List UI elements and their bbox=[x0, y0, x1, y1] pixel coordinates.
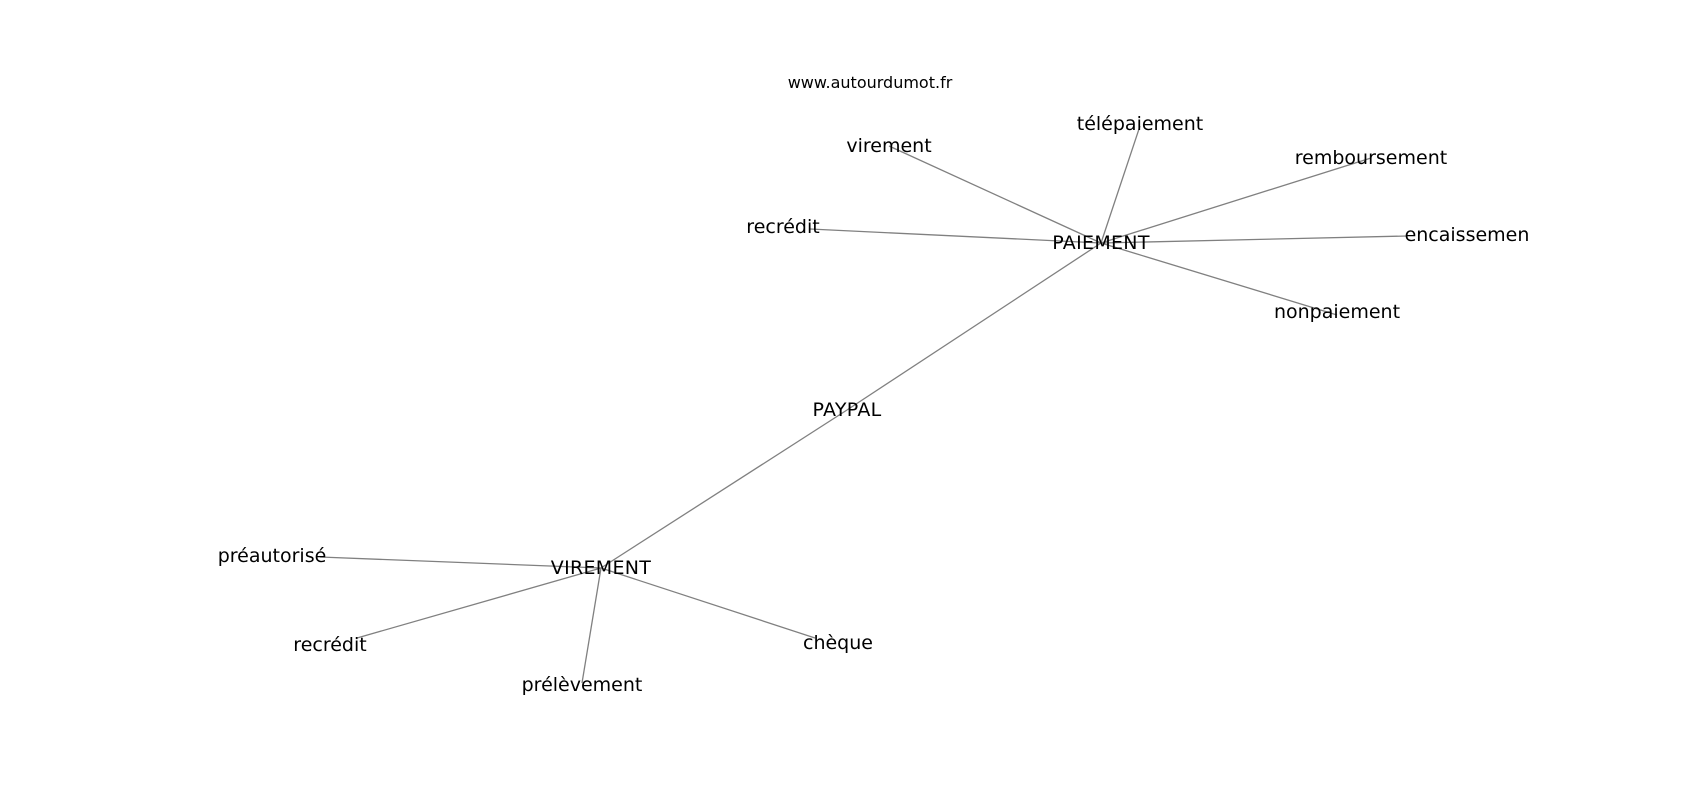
edge-virement_hub-prelevement bbox=[581, 567, 602, 684]
node-label-paypal[interactable]: PAYPAL bbox=[813, 399, 882, 421]
node-label-paiement[interactable]: PAIEMENT bbox=[1052, 232, 1150, 254]
node-label-nonpaiement[interactable]: nonpaiement bbox=[1274, 301, 1400, 323]
edge-paypal-paiement bbox=[846, 242, 1102, 411]
node-label-remboursement[interactable]: remboursement bbox=[1295, 147, 1447, 169]
node-label-encaissemen[interactable]: encaissemen bbox=[1405, 224, 1530, 246]
node-label-prelevement[interactable]: prélèvement bbox=[522, 674, 643, 696]
edge-virement_hub-recredit_2 bbox=[356, 567, 602, 639]
edges-layer bbox=[319, 125, 1408, 684]
edge-paiement-recredit_1 bbox=[809, 228, 1102, 244]
node-label-cheque[interactable]: chèque bbox=[803, 632, 873, 654]
node-label-preautorise[interactable]: préautorisé bbox=[218, 545, 327, 567]
edge-paypal-virement_hub bbox=[600, 409, 848, 569]
edge-paiement-remboursement bbox=[1100, 157, 1372, 244]
edge-paiement-nonpaiement bbox=[1100, 242, 1338, 316]
edge-virement_hub-cheque bbox=[600, 567, 816, 639]
node-label-virement-hub[interactable]: VIREMENT bbox=[551, 557, 652, 579]
node-label-virement[interactable]: virement bbox=[846, 135, 931, 157]
node-label-recredit-1[interactable]: recrédit bbox=[746, 216, 819, 238]
node-label-recredit-2[interactable]: recrédit bbox=[293, 634, 366, 656]
node-label-telepaiement[interactable]: télépaiement bbox=[1077, 113, 1203, 135]
site-label: www.autourdumot.fr bbox=[788, 73, 953, 92]
edge-virement_hub-preautorise bbox=[319, 556, 602, 569]
edge-paiement-telepaiement bbox=[1100, 125, 1141, 244]
edge-paiement-virement bbox=[888, 145, 1102, 244]
nodes-layer: PAYPAL PAIEMENT VIREMENT télépaiement vireme… bbox=[218, 113, 1530, 696]
edge-paiement-encaissemen bbox=[1100, 235, 1408, 244]
